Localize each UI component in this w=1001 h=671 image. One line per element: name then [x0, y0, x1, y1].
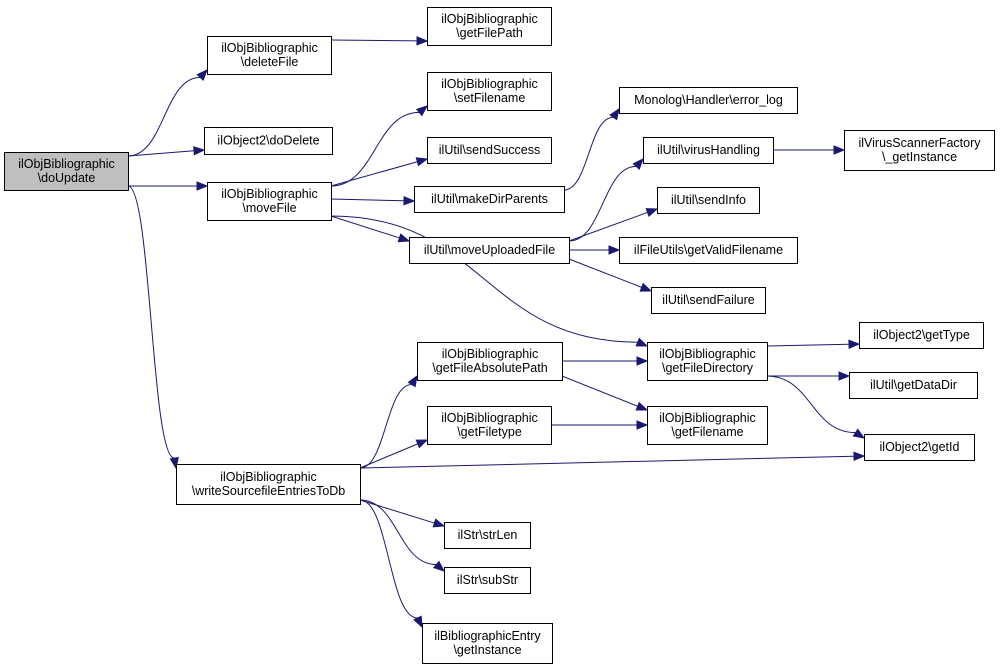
node-bibEntry[interactable]: ilBibliographicEntry\getInstance — [422, 623, 553, 664]
edge-moveFile-to-sendSuccess — [330, 157, 429, 187]
node-bibEntry-label-1: \getInstance — [453, 643, 521, 657]
node-doUpdate-label-1: \doUpdate — [38, 171, 96, 185]
node-sendInfo[interactable]: ilUtil\sendInfo — [657, 187, 760, 214]
node-setFilename-label-0: ilObjBibliographic — [441, 77, 538, 91]
node-subStr-label-0: ilStr\subStr — [457, 573, 518, 587]
node-moveFile-label-1: \moveFile — [242, 201, 296, 215]
node-sendSuccess-label-0: ilUtil\sendSuccess — [439, 143, 540, 157]
node-makeDirParents[interactable]: ilUtil\makeDirParents — [414, 186, 565, 213]
node-doDelete-label-0: ilObject2\doDelete — [217, 134, 319, 148]
node-dataDir[interactable]: ilUtil\getDataDir — [849, 372, 978, 399]
edge-filetype-to-getFilename — [551, 420, 649, 430]
node-fileDir-label-0: ilObjBibliographic — [659, 347, 756, 361]
node-writeSource-label-1: \writeSourcefileEntriesToDb — [192, 484, 346, 498]
edge-moveFile-to-moveUploaded — [330, 215, 411, 243]
edge-writeSource-to-bibEntry — [359, 499, 423, 629]
edge-moveUploaded-to-sendInfo — [568, 208, 659, 242]
call-edges — [127, 36, 866, 629]
node-absPath[interactable]: ilObjBibliographic\getFileAbsolutePath — [417, 342, 563, 381]
node-sendFailure[interactable]: ilUtil\sendFailure — [651, 287, 766, 314]
edge-writeSource-to-absPath — [359, 374, 418, 469]
edge-moveUploaded-to-validFilename — [569, 245, 621, 255]
edge-doUpdate-to-deleteFile — [127, 69, 208, 157]
node-moveFile-label-0: ilObjBibliographic — [221, 187, 318, 201]
node-errorLog[interactable]: Monolog\Handler\error_log — [619, 87, 798, 114]
node-getFilePath-label-1: \getFilePath — [456, 26, 523, 40]
node-bibEntry-label-0: ilBibliographicEntry — [434, 629, 541, 643]
node-getId[interactable]: ilObject2\getId — [864, 434, 975, 461]
node-absPath-label-0: ilObjBibliographic — [442, 347, 539, 361]
node-moveUploaded-label-0: ilUtil\moveUploadedFile — [424, 243, 555, 257]
node-fileDir-label-1: \getFileDirectory — [662, 361, 754, 375]
call-nodes: ilObjBibliographic\doUpdateilObjBibliogr… — [4, 7, 995, 664]
node-setFilename-label-1: \setFilename — [454, 91, 526, 105]
node-filetype-label-1: \getFiletype — [457, 425, 522, 439]
node-getType[interactable]: ilObject2\getType — [859, 322, 984, 349]
node-deleteFile-label-1: \deleteFile — [241, 55, 299, 69]
node-writeSource[interactable]: ilObjBibliographic\writeSourcefileEntrie… — [176, 464, 361, 505]
node-getFilePath[interactable]: ilObjBibliographic\getFilePath — [427, 7, 552, 46]
edge-writeSource-to-getId — [359, 451, 866, 469]
node-sendFailure-label-0: ilUtil\sendFailure — [662, 293, 754, 307]
edge-writeSource-to-subStr — [359, 499, 446, 572]
node-virusScanner[interactable]: ilVirusScannerFactory\_getInstance — [844, 130, 995, 171]
node-moveFile[interactable]: ilObjBibliographic\moveFile — [207, 182, 332, 221]
node-strLen[interactable]: ilStr\strLen — [444, 522, 531, 549]
node-deleteFile[interactable]: ilObjBibliographic\deleteFile — [207, 36, 332, 75]
node-getId-label-0: ilObject2\getId — [880, 440, 960, 454]
node-getFilePath-label-0: ilObjBibliographic — [441, 12, 538, 26]
node-absPath-label-1: \getFileAbsolutePath — [432, 361, 547, 375]
node-getFilename-label-1: \getFilename — [671, 425, 743, 439]
edge-writeSource-to-strLen — [359, 499, 446, 528]
node-strLen-label-0: ilStr\strLen — [458, 528, 518, 542]
node-fileDir[interactable]: ilObjBibliographic\getFileDirectory — [647, 342, 768, 381]
edge-writeSource-to-filetype — [359, 439, 429, 469]
node-sendSuccess[interactable]: ilUtil\sendSuccess — [427, 137, 552, 164]
node-filetype[interactable]: ilObjBibliographic\getFiletype — [427, 406, 552, 445]
edge-makeDirParents-to-errorLog — [563, 107, 620, 191]
node-moveUploaded[interactable]: ilUtil\moveUploadedFile — [409, 237, 570, 264]
edge-moveUploaded-to-virusHandling — [568, 158, 644, 242]
node-dataDir-label-0: ilUtil\getDataDir — [870, 378, 957, 392]
node-validFilename-label-0: ilFileUtils\getValidFilename — [634, 243, 783, 257]
edge-absPath-to-fileDir — [562, 356, 649, 366]
edge-doUpdate-to-writeSource — [127, 185, 179, 470]
node-setFilename[interactable]: ilObjBibliographic\setFilename — [427, 72, 552, 111]
edge-fileDir-to-dataDir — [767, 371, 851, 381]
node-getType-label-0: ilObject2\getType — [873, 328, 970, 342]
node-virusScanner-label-1: \_getInstance — [882, 150, 957, 164]
node-doDelete[interactable]: ilObject2\doDelete — [204, 127, 333, 155]
node-validFilename[interactable]: ilFileUtils\getValidFilename — [619, 237, 798, 264]
node-subStr[interactable]: ilStr\subStr — [444, 567, 531, 594]
edge-moveFile-to-fileDir — [330, 215, 649, 347]
node-errorLog-label-0: Monolog\Handler\error_log — [634, 93, 783, 107]
node-virusScanner-label-0: ilVirusScannerFactory — [858, 136, 981, 150]
node-makeDirParents-label-0: ilUtil\makeDirParents — [431, 192, 548, 206]
edge-fileDir-to-getType — [766, 339, 861, 349]
node-virusHandling-label-0: ilUtil\virusHandling — [657, 143, 760, 157]
node-getFilename-label-0: ilObjBibliographic — [659, 411, 756, 425]
node-virusHandling[interactable]: ilUtil\virusHandling — [643, 137, 774, 164]
node-doUpdate-label-0: ilObjBibliographic — [18, 157, 115, 171]
node-deleteFile-label-0: ilObjBibliographic — [221, 41, 318, 55]
edge-virusHandling-to-virusScanner — [773, 145, 846, 155]
node-getFilename[interactable]: ilObjBibliographic\getFilename — [647, 406, 768, 445]
edge-doUpdate-to-moveFile — [128, 181, 209, 191]
node-writeSource-label-0: ilObjBibliographic — [220, 470, 317, 484]
edge-deleteFile-to-getFilePath — [330, 36, 429, 46]
edge-absPath-to-getFilename — [561, 375, 649, 411]
edge-fileDir-to-getId — [766, 375, 866, 439]
node-doUpdate[interactable]: ilObjBibliographic\doUpdate — [4, 152, 129, 191]
edge-doUpdate-to-doDelete — [127, 146, 206, 157]
edge-moveFile-to-makeDirParents — [330, 196, 416, 206]
edge-moveFile-to-setFilename — [330, 105, 429, 187]
node-filetype-label-0: ilObjBibliographic — [441, 411, 538, 425]
node-sendInfo-label-0: ilUtil\sendInfo — [671, 193, 746, 207]
edge-moveUploaded-to-sendFailure — [568, 258, 653, 292]
